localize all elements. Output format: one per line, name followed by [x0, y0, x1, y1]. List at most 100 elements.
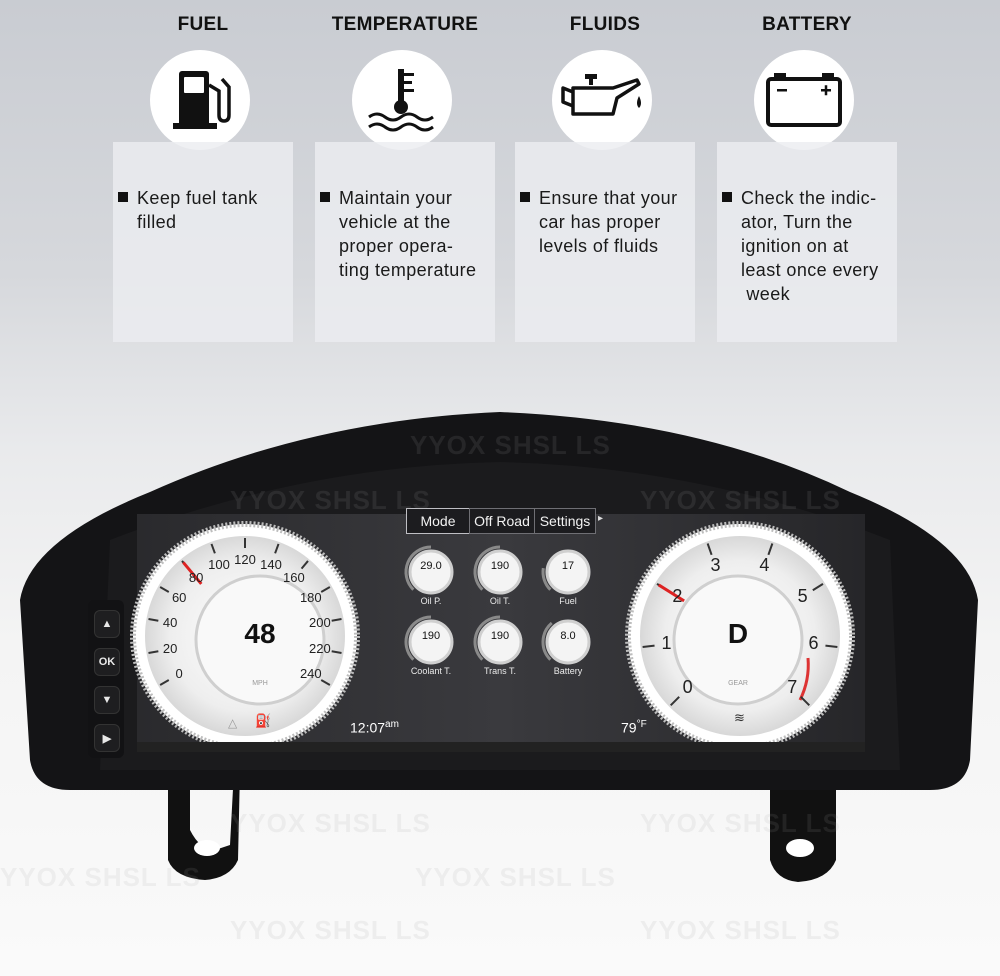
mini-gauge-value: 190 — [490, 630, 510, 642]
tab-off-road[interactable]: Off Road — [469, 508, 535, 534]
tachometer-tick — [767, 543, 774, 556]
mini-gauge-arc — [404, 615, 432, 661]
oil-can-icon — [552, 50, 652, 150]
speedometer-tick-label: 240 — [299, 666, 322, 681]
tachometer-tick-label: 6 — [808, 633, 819, 654]
mini-gauge-label: Coolant T. — [410, 666, 452, 676]
coolant-temperature-icon — [352, 50, 452, 150]
speedometer-tick-label: 80 — [188, 569, 204, 585]
mini-gauge-value: 190 — [490, 560, 510, 572]
tachometer-tick-label: 3 — [710, 555, 721, 576]
bullet-marker — [520, 192, 530, 202]
tachometer-tick — [812, 583, 824, 592]
tip-card: Keep fuel tank filled — [113, 142, 293, 342]
tip-title: BATTERY — [762, 14, 852, 35]
gear-readout: D — [727, 618, 749, 649]
tip-title: FLUIDS — [569, 14, 641, 35]
speedometer-tick-label: 40 — [162, 614, 178, 630]
tachometer-tick — [825, 644, 838, 648]
bullet-marker — [722, 192, 732, 202]
battery-icon — [754, 50, 854, 150]
speedometer-tick — [159, 586, 170, 593]
mini-gauge-value: 17 — [561, 560, 575, 572]
speedometer-tick-label: 100 — [208, 556, 230, 572]
speedometer-tick — [331, 617, 342, 622]
mini-gauge-face — [477, 619, 523, 665]
mini-gauge-label: Oil T. — [489, 596, 511, 606]
mini-gauge-face — [545, 549, 591, 595]
speedometer-tick — [300, 560, 309, 570]
tab-settings[interactable]: Settings — [534, 508, 596, 534]
mini-gauge-value: 190 — [421, 630, 441, 642]
right-arrow-icon[interactable]: ▶ — [94, 724, 120, 752]
speedometer-tick-label: 220 — [308, 641, 331, 657]
mini-gauge-arc — [541, 567, 552, 591]
down-arrow-icon[interactable]: ▼ — [94, 686, 120, 714]
tip-card: Ensure that your car has proper levels o… — [515, 142, 695, 342]
mini-gauge-label: Fuel — [559, 596, 577, 606]
mini-gauge-arc — [404, 545, 432, 591]
mini-gauge-face — [408, 549, 454, 595]
gear-unit: GEAR — [728, 680, 748, 687]
mini-gauge-face — [408, 619, 454, 665]
tachometer-tick-label: 1 — [661, 633, 672, 654]
tachometer-tick-label: 7 — [787, 677, 798, 698]
mini-gauge-label: Trans T. — [483, 666, 516, 676]
tip-card: Check the indic- ator, Turn the ignition… — [717, 142, 897, 342]
speedometer-needle — [182, 561, 203, 585]
tachometer-tick — [642, 644, 655, 648]
mini-gauge-label: Battery — [553, 666, 583, 676]
mini-gauge-arc — [473, 615, 501, 661]
up-arrow-icon[interactable]: ▲ — [94, 610, 120, 638]
mini-gauge-rings — [404, 545, 591, 665]
speed-unit: MPH — [252, 680, 268, 687]
fuel-pump-icon — [150, 50, 250, 150]
speedometer-tick-label: 200 — [308, 614, 331, 630]
mini-gauge-value: 8.0 — [560, 630, 576, 642]
triangle-right-icon[interactable]: ▸ — [598, 513, 604, 524]
fuel-pump-icon: ⛽ — [255, 713, 272, 728]
speedometer-tick-label: 120 — [234, 552, 256, 567]
clock: 12:07am — [350, 719, 399, 736]
bullet-marker — [118, 192, 128, 202]
speedometer-tick-label: 0 — [175, 666, 183, 681]
speedometer-tick-label: 20 — [162, 641, 178, 657]
speedometer-tick-label: 180 — [299, 590, 322, 605]
speedometer-tick — [320, 586, 331, 593]
tab-mode[interactable]: Mode — [406, 508, 470, 534]
mini-gauge-arc — [473, 545, 501, 591]
tachometer-tick-label: 0 — [682, 677, 693, 698]
coolant-temperature-icon: ≋ — [734, 710, 745, 725]
tip-title: TEMPERATURE — [331, 14, 479, 35]
speed-readout: 48 — [244, 618, 276, 649]
mini-gauge-label: Oil P. — [420, 596, 442, 606]
speedometer-tick — [320, 679, 331, 686]
mini-gauge-face — [477, 549, 523, 595]
speedometer-tick — [159, 679, 170, 686]
speedometer-tick — [148, 650, 159, 655]
tip-title: FUEL — [177, 14, 229, 35]
tachometer-tick — [800, 696, 811, 707]
speedometer-tick-label: 140 — [260, 556, 282, 572]
bullet-marker — [320, 192, 330, 202]
tachometer-tick — [669, 696, 680, 707]
speedometer-tick — [331, 650, 342, 655]
tip-card: Maintain your vehicle at the proper oper… — [315, 142, 495, 342]
speedometer-tick-label: 160 — [282, 569, 305, 585]
speedometer-tick — [274, 543, 280, 554]
tachometer-tick-label: 5 — [797, 585, 808, 606]
mini-gauge-face — [545, 619, 591, 665]
mini-gauge-value: 29.0 — [420, 560, 442, 572]
speedometer-tick — [148, 617, 159, 622]
tachometer-tick-label: 4 — [759, 555, 770, 576]
speedometer-tick-label: 60 — [171, 590, 187, 605]
speedometer-tick — [210, 543, 216, 554]
ok-icon[interactable]: OK — [94, 648, 120, 676]
outside-temperature: 79°F — [621, 719, 647, 736]
tachometer-tick — [706, 543, 713, 556]
tachometer-needle — [657, 583, 685, 603]
warning-triangle-icon: △ — [228, 716, 238, 730]
tachometer-tick-label: 2 — [672, 585, 683, 606]
